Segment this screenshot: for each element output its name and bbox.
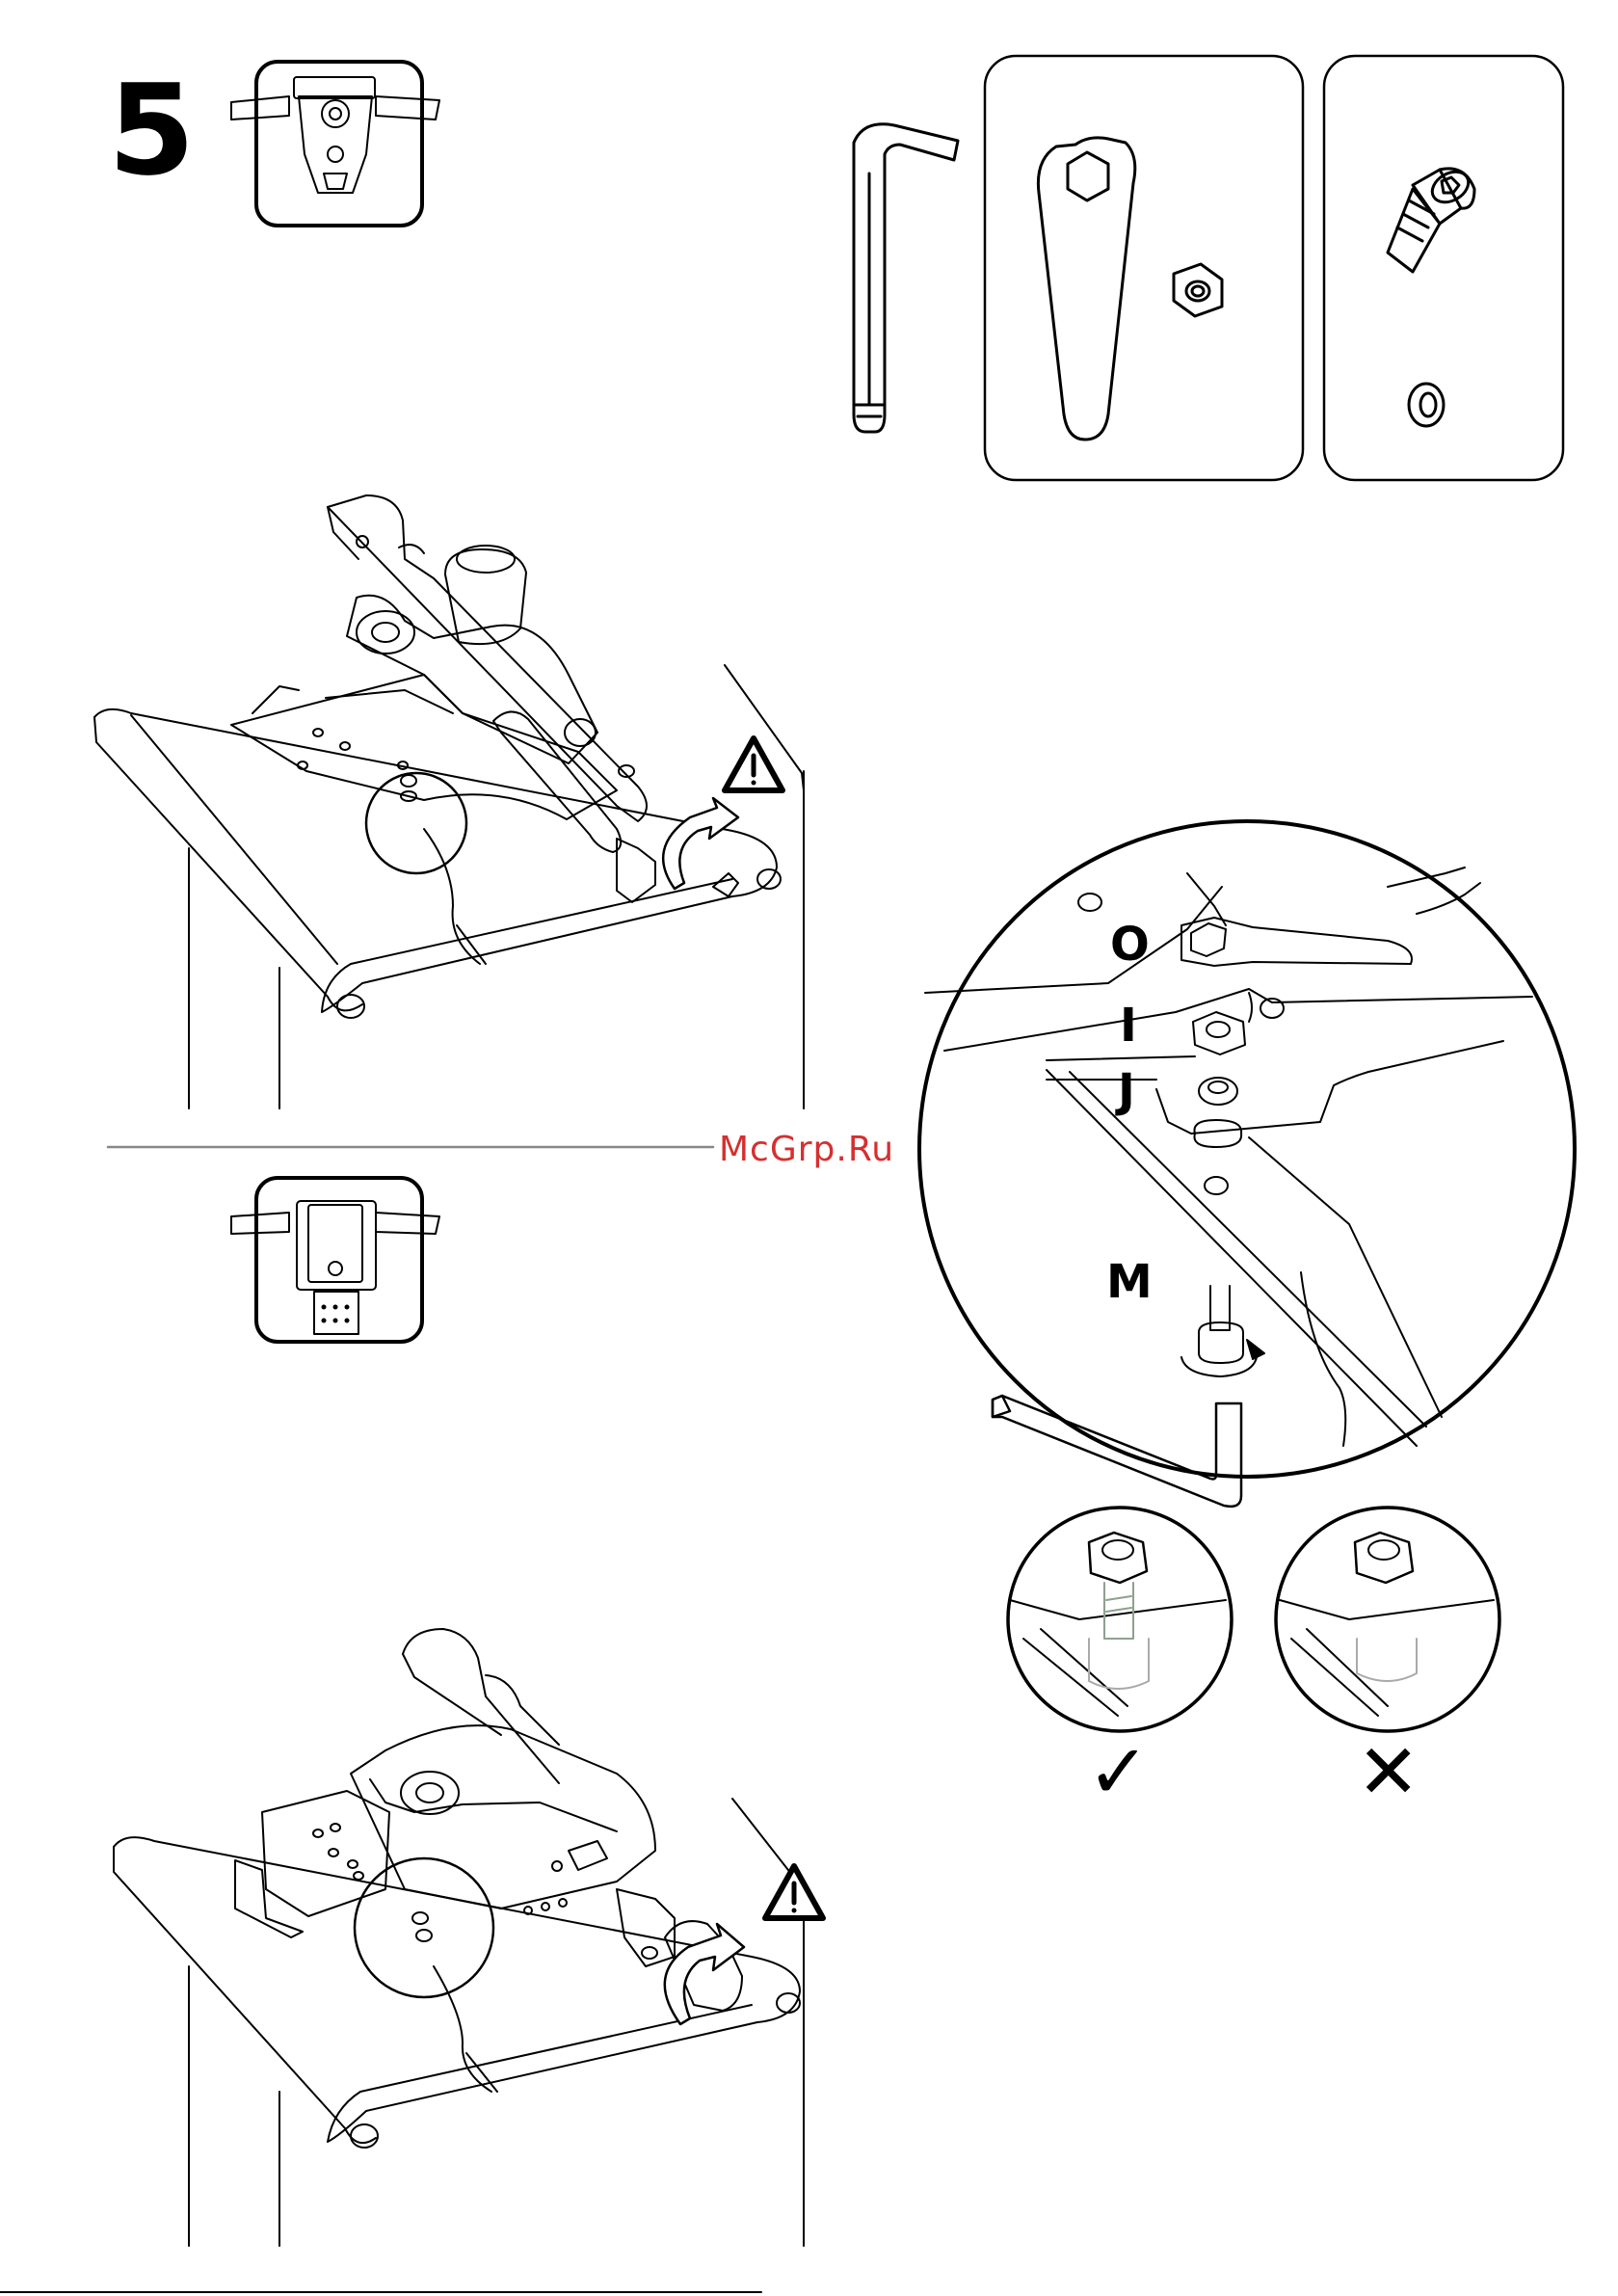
hex-nut-icon xyxy=(1174,264,1222,316)
cross-mark: ✕ xyxy=(1357,1735,1419,1810)
parts-box-screw xyxy=(1324,56,1563,480)
hex-key-icon xyxy=(854,124,958,432)
mechanism-bottom-icon xyxy=(231,1178,439,1342)
spring-washer-icon xyxy=(1409,384,1444,426)
correct-example xyxy=(1008,1508,1232,1731)
socket-screw-icon xyxy=(1388,166,1474,272)
parts-box-wrench xyxy=(985,56,1303,480)
upper-assembly xyxy=(94,495,804,1108)
warning-icon xyxy=(765,1866,823,1918)
detail-magnifier xyxy=(919,821,1575,1477)
wrench-icon xyxy=(1038,138,1134,440)
mechanism-top-icon xyxy=(231,62,439,226)
warning-icon xyxy=(725,738,782,790)
lower-assembly xyxy=(114,1629,804,2246)
incorrect-example xyxy=(1276,1508,1499,1731)
check-mark: ✓ xyxy=(1087,1735,1150,1810)
